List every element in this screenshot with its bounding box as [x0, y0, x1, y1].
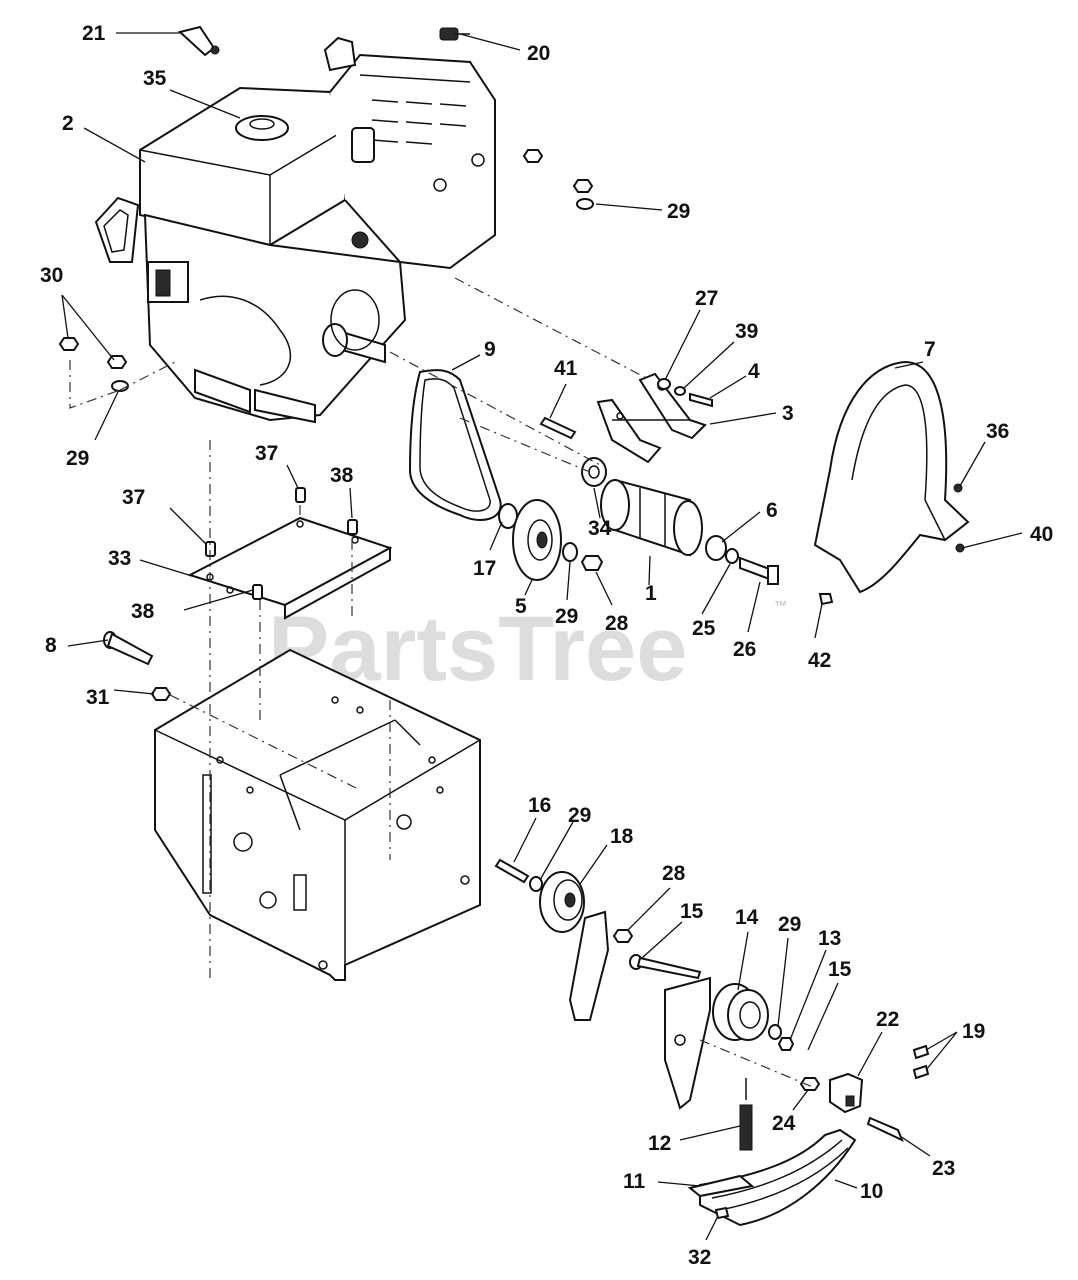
- callout-35: 35: [143, 67, 167, 90]
- callout-32: 32: [688, 1246, 711, 1269]
- callout-38: 38: [330, 464, 354, 487]
- pin-41: [539, 416, 577, 440]
- callout-31: 31: [86, 686, 110, 709]
- leader-lines: [61, 32, 1023, 1241]
- callout-11: 11: [623, 1170, 646, 1193]
- idler-bracket: [596, 372, 713, 464]
- alignment-lines: [69, 277, 821, 1091]
- callout-3: 3: [782, 402, 794, 425]
- belt-guard: [813, 360, 970, 606]
- callout-10: 10: [860, 1180, 883, 1203]
- callout-34: 34: [588, 517, 612, 540]
- callout-8: 8: [45, 634, 57, 657]
- callout-15: 15: [680, 900, 704, 923]
- engine-pulley: [498, 457, 779, 585]
- lower-idler-assembly: [494, 858, 930, 1227]
- callout-38: 38: [131, 600, 155, 623]
- callout-16: 16: [528, 794, 551, 817]
- callout-9: 9: [484, 338, 496, 361]
- primer-bulb: [439, 27, 470, 41]
- callout-42: 42: [808, 649, 831, 672]
- frame: [154, 648, 481, 981]
- callout-17: 17: [473, 557, 496, 580]
- callout-6: 6: [766, 499, 778, 522]
- frame-bolt: [103, 631, 172, 701]
- callout-23: 23: [932, 1157, 955, 1180]
- callout-29: 29: [568, 804, 591, 827]
- callout-29: 29: [778, 913, 801, 936]
- callout-28: 28: [605, 612, 629, 635]
- choke-knob: [177, 25, 220, 57]
- engine: [94, 36, 496, 424]
- callout-20: 20: [527, 42, 550, 65]
- callout-24: 24: [772, 1112, 796, 1135]
- callout-29: 29: [667, 200, 690, 223]
- callout-40: 40: [1030, 523, 1053, 546]
- drive-belt: [408, 369, 502, 521]
- callout-12: 12: [648, 1132, 671, 1155]
- callout-22: 22: [876, 1008, 899, 1031]
- callout-5: 5: [515, 595, 527, 618]
- callout-1: 1: [645, 582, 657, 605]
- callout-37: 37: [255, 442, 278, 465]
- callout-30: 30: [40, 264, 63, 287]
- callout-26: 26: [733, 638, 756, 661]
- callout-27: 27: [695, 287, 718, 310]
- callout-15: 15: [828, 958, 852, 981]
- callout-4: 4: [748, 360, 760, 383]
- callout-41: 41: [554, 357, 578, 380]
- callouts: 21 20 35 2 29 30 29 9 41 27 39 4 3 7 36 …: [40, 22, 1053, 1269]
- watermark-trademark: ™: [774, 598, 787, 613]
- callout-14: 14: [735, 906, 759, 929]
- callout-33: 33: [108, 547, 131, 570]
- callout-39: 39: [735, 320, 758, 343]
- engine-mounting-plate: [187, 487, 393, 620]
- callout-36: 36: [986, 420, 1009, 443]
- callout-29: 29: [66, 447, 89, 470]
- callout-7: 7: [924, 338, 936, 361]
- callout-18: 18: [610, 825, 634, 848]
- callout-25: 25: [692, 617, 716, 640]
- callout-19: 19: [962, 1020, 985, 1043]
- callout-2: 2: [62, 112, 74, 135]
- callout-13: 13: [818, 927, 841, 950]
- callout-21: 21: [82, 22, 106, 45]
- callout-28: 28: [662, 862, 686, 885]
- callout-29: 29: [555, 605, 578, 628]
- callout-37: 37: [122, 486, 145, 509]
